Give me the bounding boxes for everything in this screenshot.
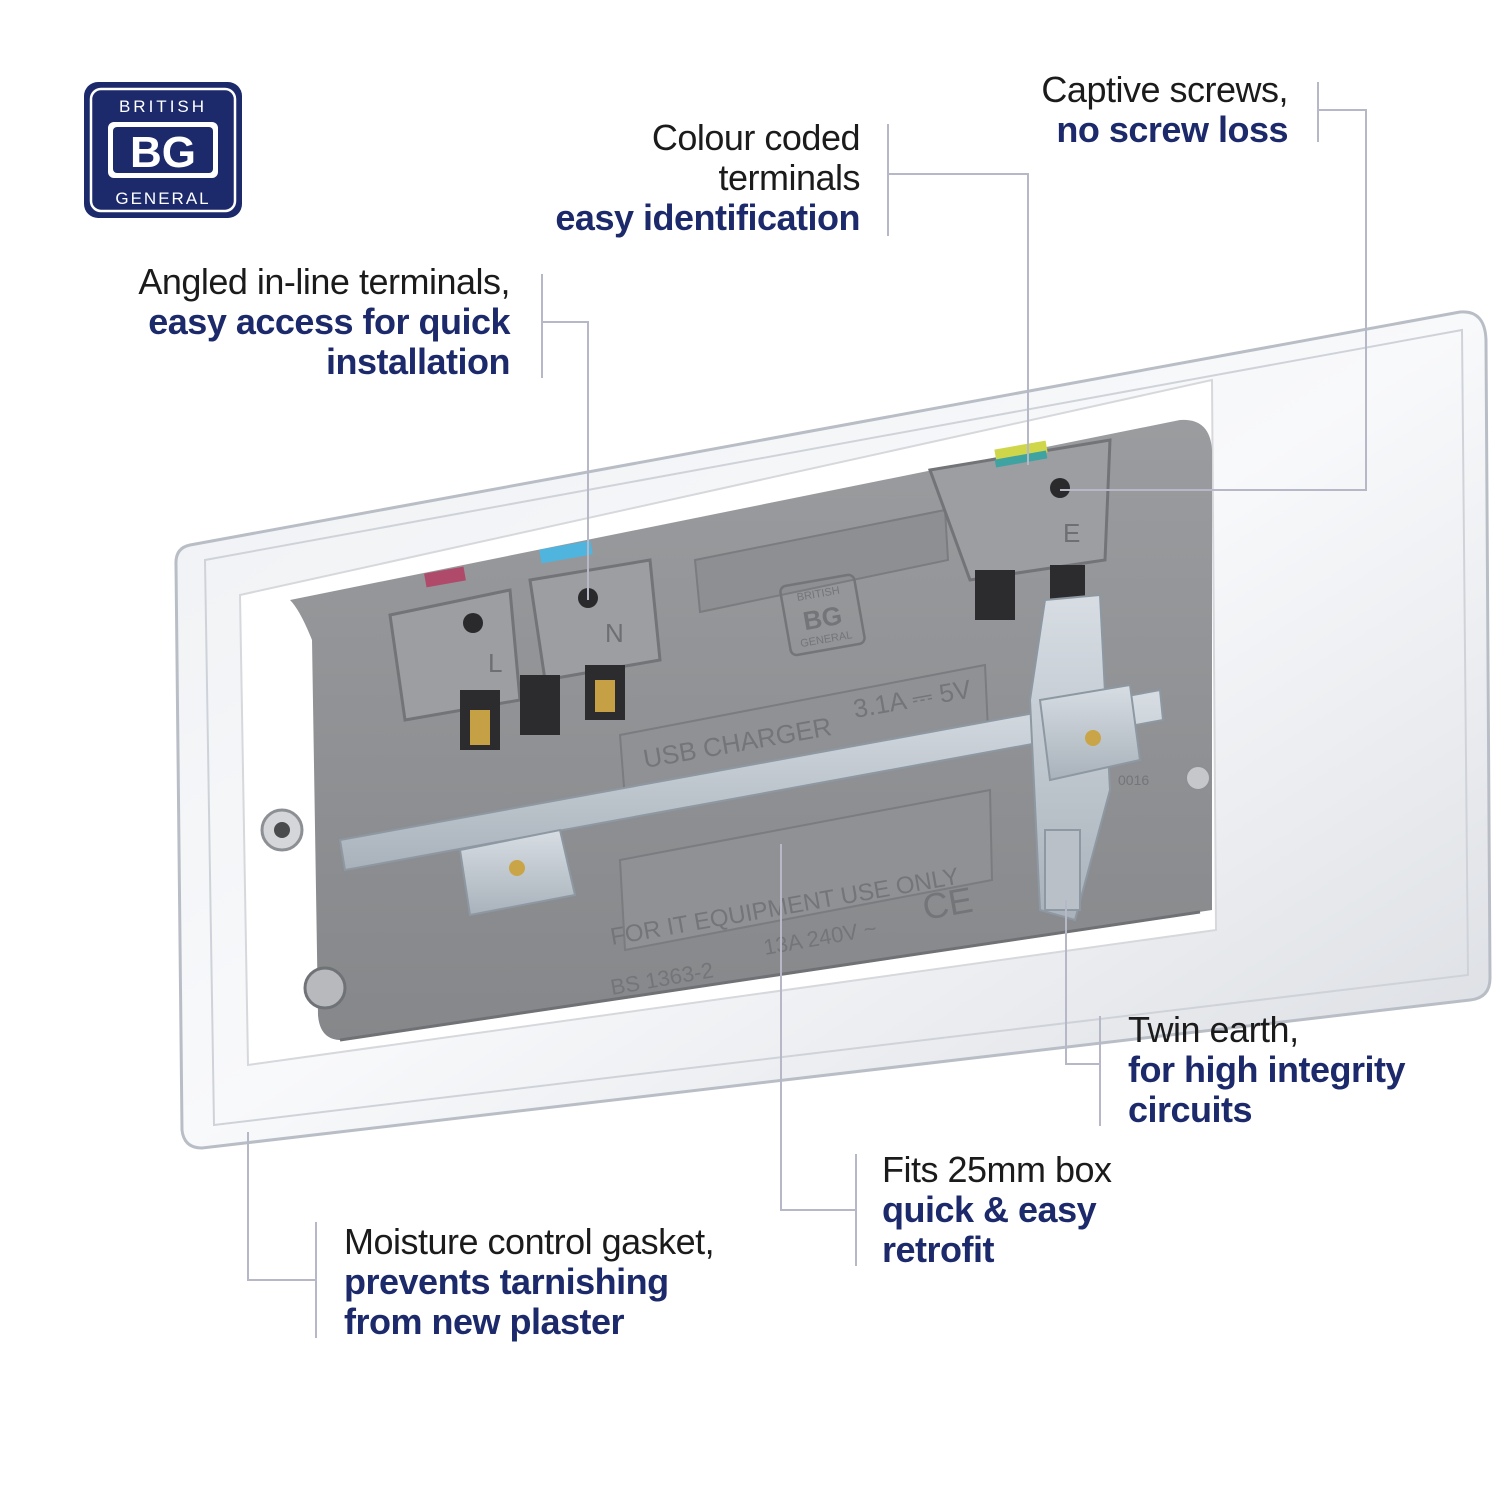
callout-colour-coded: Colour coded terminals easy identificati… [555,118,860,238]
leader-colour-path [888,173,1029,465]
logo-mark: BG [130,128,196,177]
terminal-neutral-letter: N [605,618,624,648]
logo-bottom-text: GENERAL [115,189,210,208]
embossed-logo-mark: BG [801,600,845,636]
callout-colour-title: Colour coded [651,117,861,158]
callout-moisture-gasket: Moisture control gasket, prevents tarnis… [344,1221,715,1342]
leader-captive-path [1060,109,1367,491]
leader-box-path [780,844,856,1211]
leader-angled-path [542,321,589,600]
mounting-strap [338,688,1165,872]
bg-logo: BRITISH BG GENERAL [84,82,242,218]
leader-lines [247,82,1367,1338]
callout-earth-title: Twin earth, [1128,1009,1299,1050]
logo-top-text: BRITISH [119,97,207,116]
callout-earth-benefit-2: circuits [1128,1089,1253,1130]
cert-code: 0016 [1118,772,1149,788]
leader-earth-path [1065,900,1100,1065]
callout-box-benefit-2: retrofit [882,1229,994,1270]
callout-gasket-title: Moisture control gasket, [344,1221,715,1262]
callout-angled-terminals: Angled in-line terminals, easy access fo… [138,262,510,382]
callout-angled-benefit-2: installation [325,341,511,382]
terminal-earth-letter: E [1063,518,1080,548]
callout-gasket-benefit-1: prevents tarnishing [344,1261,669,1302]
callout-gasket-benefit-2: from new plaster [344,1301,625,1342]
callout-colour-benefit: easy identification [555,197,860,238]
callout-captive-screws: Captive screws, no screw loss [1041,70,1288,150]
callout-box-benefit-1: quick & easy [882,1189,1097,1230]
callout-angled-benefit-1: easy access for quick [148,301,510,342]
callout-box-title: Fits 25mm box [882,1149,1112,1190]
callout-captive-benefit: no screw loss [1056,109,1288,150]
callout-twin-earth: Twin earth, for high integrity circuits [1128,1010,1405,1130]
callout-fits-box: Fits 25mm box quick & easy retrofit [882,1150,1112,1270]
callout-earth-benefit-1: for high integrity [1128,1049,1405,1090]
callout-angled-title: Angled in-line terminals, [138,261,510,302]
callout-colour-title-2: terminals [718,157,860,198]
leader-gasket-path [247,1132,316,1281]
callout-captive-title: Captive screws, [1041,69,1288,110]
socket-drawing: L N E BRITISH BG GENERAL USB CHARGER 3.1… [174,310,1492,1150]
terminal-live-letter: L [488,648,502,678]
ce-mark: CE [919,879,975,928]
